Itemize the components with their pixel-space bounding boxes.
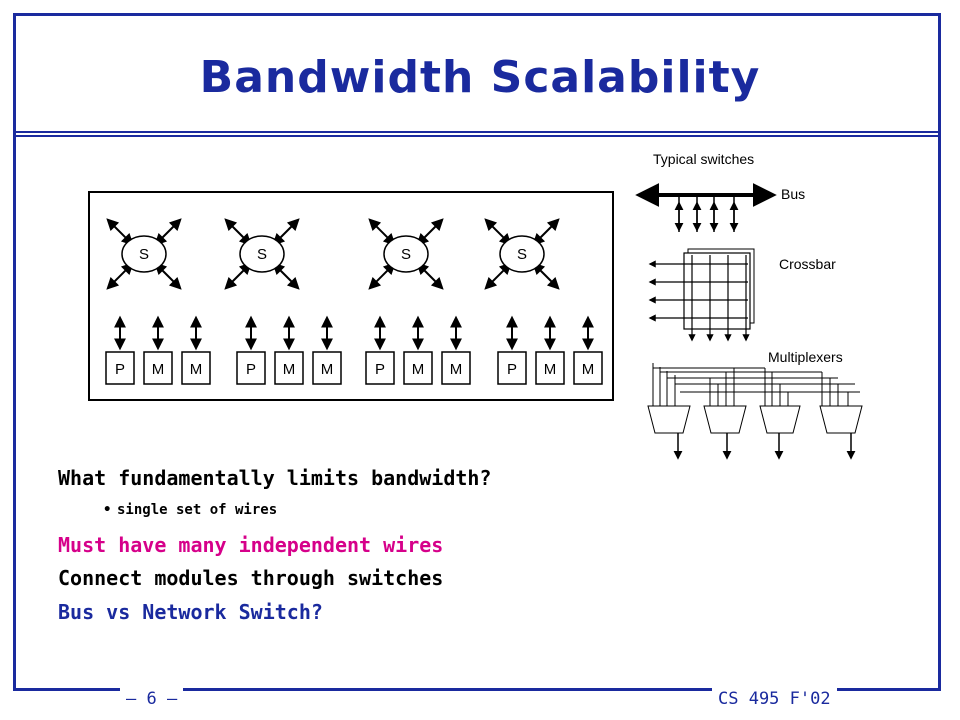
switch-node: S: [224, 218, 300, 290]
bullet-question: What fundamentally limits bandwidth?: [58, 466, 492, 490]
bullet-bus-vs-network: Bus vs Network Switch?: [58, 600, 323, 624]
switch-link-arrow: [484, 218, 512, 246]
switch-label: S: [401, 246, 411, 263]
switch-link-arrow: [484, 262, 512, 290]
switch-link-arrow: [224, 262, 252, 290]
switch-node: S: [484, 218, 560, 290]
module-label: P: [507, 361, 517, 378]
switch-link-arrow: [368, 218, 396, 246]
switch-circle: [121, 235, 167, 273]
memory-module: [403, 351, 433, 385]
switch-link-arrow: [532, 218, 560, 246]
bus-diagram: [635, 183, 777, 232]
switch-link-arrow: [272, 218, 300, 246]
memory-module: [181, 351, 211, 385]
module-label: M: [190, 361, 203, 378]
bus-label: Bus: [781, 186, 805, 202]
crossbar-label: Crossbar: [779, 256, 836, 272]
switch-link-arrow: [416, 218, 444, 246]
memory-module: [535, 351, 565, 385]
memory-module: [143, 351, 173, 385]
typical-switches-heading: Typical switches: [653, 151, 754, 167]
title-divider-bottom: [13, 135, 941, 137]
switch-label: S: [517, 246, 527, 263]
switch-link-arrow: [416, 262, 444, 290]
switch-circle: [499, 235, 545, 273]
switch-node: S: [368, 218, 444, 290]
switch-link-arrow: [106, 262, 134, 290]
multiplexers-label: Multiplexers: [768, 349, 843, 365]
bullet-connect-switches: Connect modules through switches: [58, 566, 444, 590]
processor-module: [105, 351, 135, 385]
switch-circle: [383, 235, 429, 273]
sub-bullet: •single set of wires: [103, 502, 278, 518]
memory-module: [274, 351, 304, 385]
switch-link-arrow: [224, 218, 252, 246]
processor-module: [365, 351, 395, 385]
footer-course: CS 495 F'02: [712, 688, 837, 710]
module-label: P: [115, 361, 125, 378]
module-label: M: [450, 361, 463, 378]
memory-module: [312, 351, 342, 385]
title-divider-top: [13, 131, 941, 133]
switch-link-arrow: [154, 262, 182, 290]
module-label: P: [246, 361, 256, 378]
bullet-independent-wires: Must have many independent wires: [58, 533, 444, 557]
crossbar-diagram: [648, 248, 755, 342]
switch-node: S: [106, 218, 182, 290]
memory-module: [441, 351, 471, 385]
switch-link-arrow: [532, 262, 560, 290]
switch-link-arrow: [106, 218, 134, 246]
module-label: M: [283, 361, 296, 378]
slide-frame: [13, 13, 941, 691]
switch-circle: [239, 235, 285, 273]
module-label: M: [412, 361, 425, 378]
module-label: M: [582, 361, 595, 378]
switch-link-arrow: [272, 262, 300, 290]
footer-page-number: – 6 –: [120, 688, 184, 710]
switch-link-arrow: [368, 262, 396, 290]
switch-label: S: [257, 246, 267, 263]
switch-link-arrow: [154, 218, 182, 246]
switch-label: S: [139, 246, 149, 263]
module-label: M: [321, 361, 334, 378]
processor-module: [497, 351, 527, 385]
module-label: M: [544, 361, 557, 378]
module-label: M: [152, 361, 165, 378]
memory-module: [573, 351, 603, 385]
sub-bullet-text: single set of wires: [117, 502, 278, 518]
processor-module: [236, 351, 266, 385]
module-label: P: [375, 361, 385, 378]
slide-title: Bandwidth Scalability: [199, 52, 761, 103]
multiplexers-diagram: [647, 363, 863, 460]
